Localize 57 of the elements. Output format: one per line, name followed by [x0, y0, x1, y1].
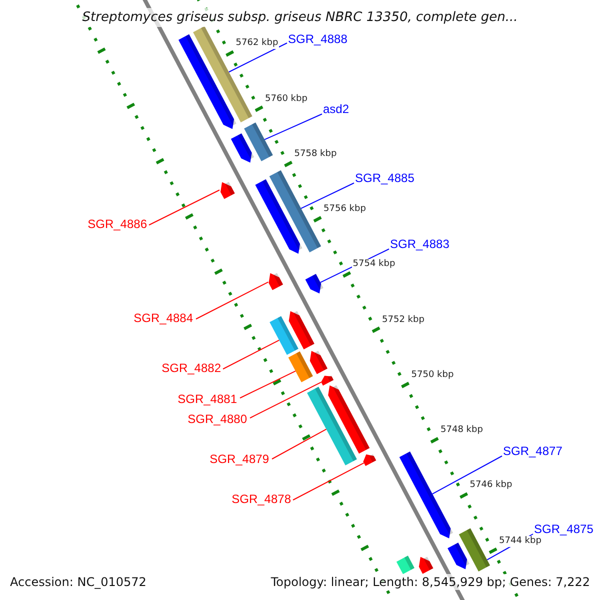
gene-label: SGR_4884 — [134, 312, 193, 324]
scale-label: 5748 kbp — [440, 425, 484, 436]
leader-line — [432, 456, 502, 494]
gene-block — [305, 274, 324, 294]
leader-line — [222, 340, 280, 370]
scale-label: 5756 kbp — [322, 204, 367, 216]
scale-label: 5746 kbp — [468, 480, 514, 492]
gene-label: SGR_4885 — [355, 172, 414, 184]
gene-block — [418, 556, 434, 574]
gene-label: SGR_4882 — [162, 362, 221, 374]
gene-block — [244, 122, 273, 162]
gene-label: SGR_4875 — [534, 523, 594, 535]
gene-label: SGR_4880 — [188, 413, 247, 425]
gene-label: SGR_4888 — [288, 33, 348, 45]
scale-label: 5762 kbp — [234, 38, 280, 50]
gene-block — [396, 556, 414, 574]
leader-line — [300, 182, 354, 209]
gene-block — [363, 454, 376, 466]
gene-label: SGR_4883 — [390, 238, 450, 250]
scale-label: 5758 kbp — [293, 148, 338, 160]
gene-block — [328, 385, 370, 454]
gene-block — [321, 376, 334, 386]
gene-label: asd2 — [323, 103, 350, 115]
leader-line — [240, 370, 296, 398]
leader-line — [228, 42, 288, 72]
scale-label: 5760 kbp — [264, 94, 308, 105]
gene-block — [269, 170, 322, 252]
gene-block — [230, 133, 254, 163]
gene-block — [310, 350, 328, 374]
gene-block — [178, 34, 236, 130]
info-text: Accession: NC_010572 — [8, 574, 148, 590]
gene-block — [268, 273, 284, 290]
scale-label: 5752 kbp — [381, 314, 426, 326]
gene-label: SGR_4879 — [210, 453, 269, 465]
leader-line — [250, 382, 322, 418]
gene-block — [288, 311, 314, 350]
leader-line — [272, 428, 327, 460]
gene-block — [458, 528, 490, 572]
gene-label: SGR_4881 — [178, 393, 237, 405]
info-text: Topology: linear; Length: 8,545,929 bp; Genes: 7,222 — [268, 574, 592, 590]
gene-block — [307, 386, 357, 466]
gene-block — [255, 179, 302, 254]
gene-block — [448, 542, 470, 570]
gene-label: SGR_4886 — [88, 218, 147, 230]
leader-line — [292, 462, 364, 500]
gene-block — [288, 351, 313, 382]
scale-label: 5744 kbp — [498, 536, 542, 547]
scale-label: 5750 kbp — [410, 370, 455, 381]
scale-label: 5754 kbp — [352, 259, 396, 270]
gene-block — [220, 182, 235, 200]
gene-label: SGR_4877 — [503, 445, 562, 457]
gene-block — [270, 316, 298, 355]
gene-label: SGR_4878 — [232, 493, 291, 505]
leader-line — [148, 190, 220, 226]
leader-line — [196, 282, 269, 320]
leader-line — [264, 114, 322, 140]
gene-block — [399, 452, 454, 538]
